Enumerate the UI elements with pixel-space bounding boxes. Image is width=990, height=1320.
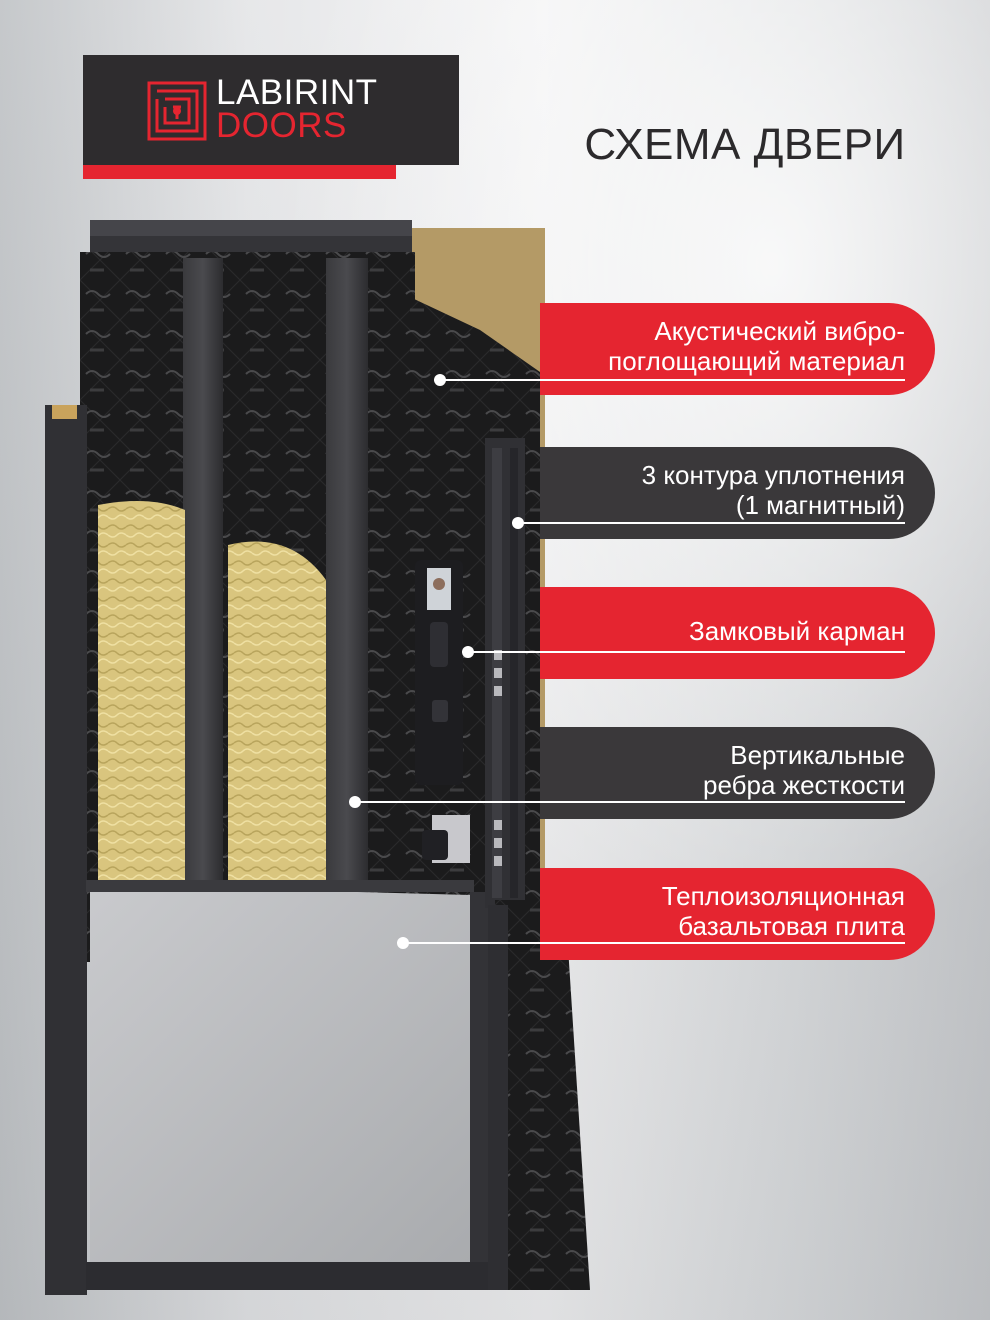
callout-stiffening-ribs: Вертикальные ребра жесткости [540, 727, 935, 819]
callout-acoustic-material: Акустический вибро- поглощающий материал [540, 303, 935, 395]
leader-dot-lock [462, 646, 474, 658]
leader-line-acoustic [440, 379, 905, 381]
leader-line-ribs [355, 801, 905, 803]
brand-name-line2: DOORS [216, 106, 347, 145]
leader-dot-seal [512, 517, 524, 529]
callout-stiffening-ribs-line1: Вертикальные [730, 740, 905, 770]
leader-dot-ribs [349, 796, 361, 808]
logo-panel [83, 55, 459, 165]
callout-basalt-slab-line1: Теплоизоляционная [661, 881, 905, 911]
leader-dot-acoustic [434, 374, 446, 386]
leader-dot-basalt [397, 937, 409, 949]
leader-line-lock [468, 651, 905, 653]
leader-line-seal [518, 522, 905, 524]
callout-lock-pocket-line1: Замковый карман [689, 616, 905, 646]
labirint-maze-keyhole-logo-icon [147, 81, 207, 141]
leader-line-basalt [403, 942, 905, 944]
callout-basalt-slab-line2: базальтовая плита [678, 911, 905, 941]
callout-basalt-slab: Теплоизоляционная базальтовая плита [540, 868, 935, 960]
callout-seal-contours-line2: (1 магнитный) [735, 490, 905, 520]
callout-acoustic-material-line2: поглощающий материал [608, 346, 905, 376]
callout-seal-contours-line1: 3 контура уплотнения [641, 460, 905, 490]
callout-lock-pocket: Замковый карман [540, 587, 935, 679]
callout-seal-contours: 3 контура уплотнения (1 магнитный) [540, 447, 935, 539]
page-title: СХЕМА ДВЕРИ [584, 120, 906, 169]
logo-accent-bar [83, 165, 396, 179]
brand-name-line1: LABIRINT [216, 73, 378, 112]
brand-name: LABIRINT DOORS [216, 73, 378, 145]
callout-acoustic-material-line1: Акустический вибро- [654, 316, 905, 346]
callout-stiffening-ribs-line2: ребра жесткости [703, 770, 905, 800]
